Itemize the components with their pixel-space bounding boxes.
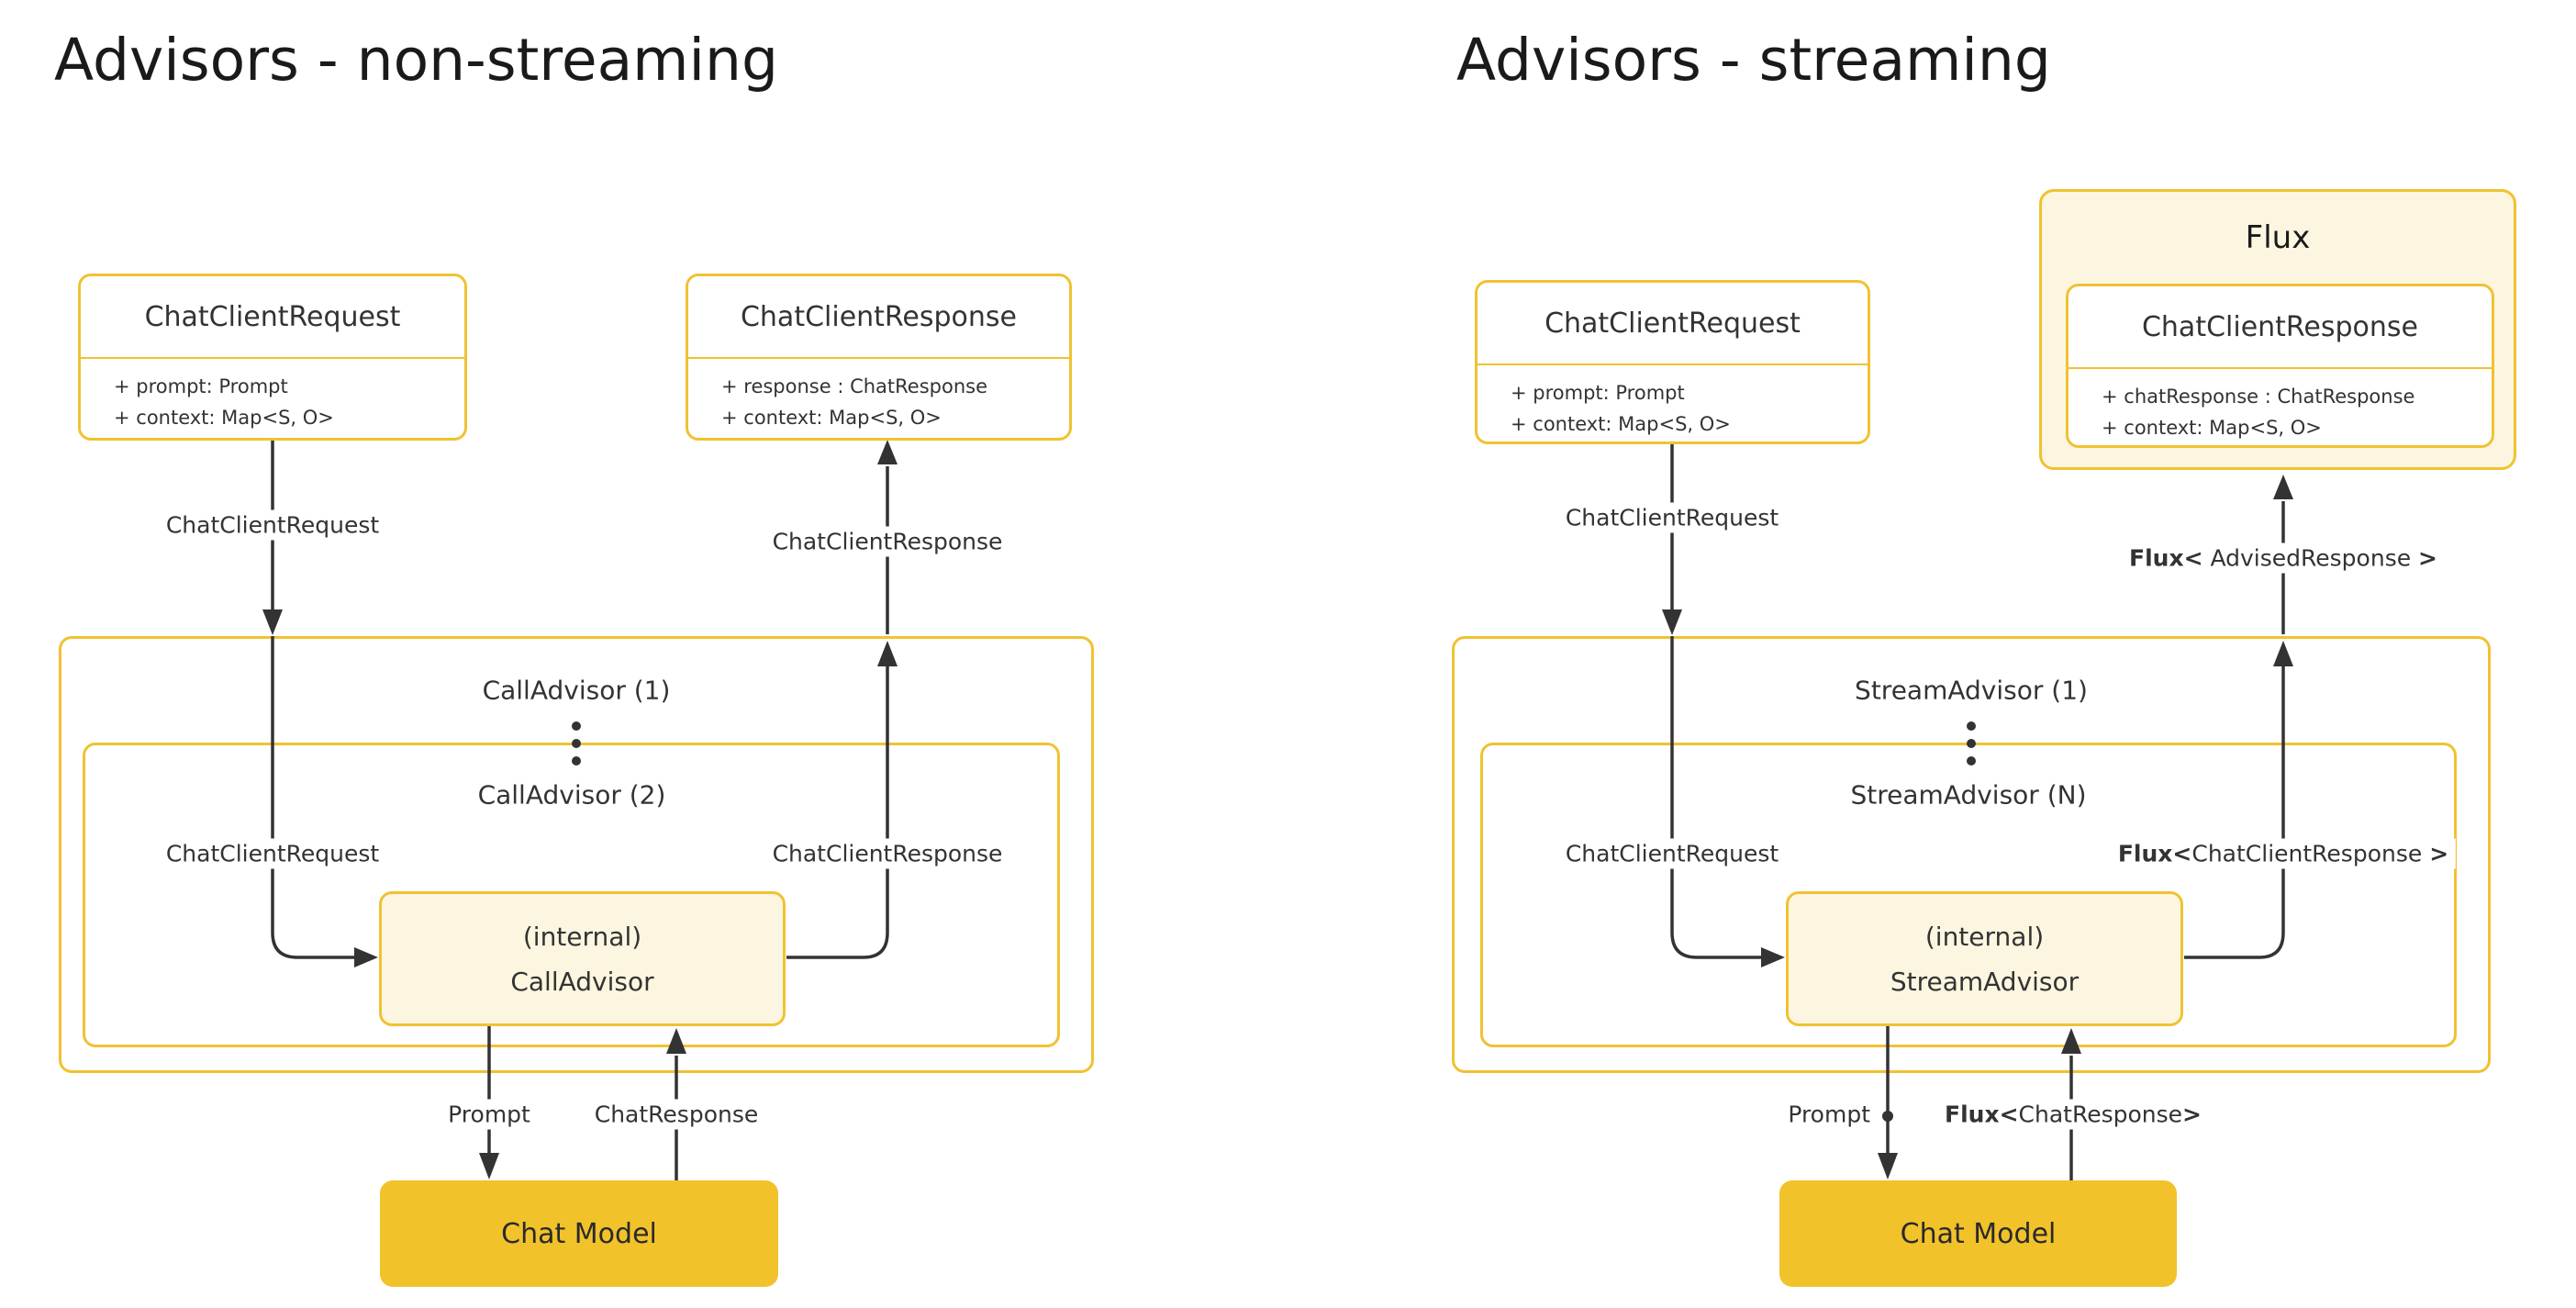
left-edge-label-response-top: ChatClientResponse (764, 526, 1010, 557)
right-internal-streamadvisor-node: (internal) StreamAdvisor (1786, 891, 2183, 1026)
right-edge-label-request-top: ChatClientRequest (1557, 502, 1787, 533)
flux-chatclientresponse-class-title: ChatClientResponse (2069, 286, 2492, 369)
left-chat-model-node: Chat Model (380, 1180, 778, 1287)
right-diagram-title: Advisors - streaming (1456, 27, 2051, 94)
left-call-advisor-2-label: CallAdvisor (2) (477, 779, 666, 811)
internal-node-line1: (internal) (522, 921, 642, 952)
left-chatclientrequest-class-attrs: + prompt: Prompt + context: Map<S, O> (81, 359, 464, 433)
right-stream-advisor-n-label: StreamAdvisor (N) (1850, 779, 2087, 811)
left-chatclientrequest-class: ChatClientRequest + prompt: Prompt + con… (78, 274, 467, 441)
left-edge-label-chatresponse: ChatResponse (586, 1099, 766, 1130)
left-internal-calladvisor-node: (internal) CallAdvisor (379, 891, 786, 1026)
internal-node-line2: CallAdvisor (510, 966, 654, 997)
arrowhead-left-request-down (262, 609, 283, 635)
arrowhead-right-flux-up (2273, 475, 2293, 499)
right-chat-model-node: Chat Model (1779, 1180, 2177, 1287)
flux-mid: ChatResponse (2018, 1101, 2183, 1128)
flux-bold-open: Flux< (1945, 1101, 2019, 1128)
internal-node-line2: StreamAdvisor (1890, 966, 2080, 997)
flux-container-title: Flux (2245, 219, 2311, 256)
left-edge-label-response-inner: ChatClientResponse (764, 838, 1010, 869)
flux-chatclientresponse-class-attrs: + chatResponse : ChatResponse + context:… (2069, 369, 2492, 443)
class-attr: + prompt: Prompt (114, 375, 288, 397)
flux-mid: ChatClientResponse (2191, 840, 2430, 867)
right-chatclientrequest-class-title: ChatClientRequest (1478, 283, 1868, 365)
arrowhead-right-request-down (1662, 609, 1682, 635)
left-chatclientrequest-class-title: ChatClientRequest (81, 276, 464, 359)
left-diagram-title: Advisors - non-streaming (54, 27, 778, 94)
right-chatclientrequest-class-attrs: + prompt: Prompt + context: Map<S, O> (1478, 365, 1868, 440)
flux-bold-close: > (2418, 544, 2437, 572)
class-attr: + response : ChatResponse (721, 375, 988, 397)
class-attr: + context: Map<S, O> (721, 407, 942, 429)
arrowhead-left-prompt-down (479, 1153, 499, 1179)
class-attr: + chatResponse : ChatResponse (2102, 386, 2415, 408)
class-attr: + context: Map<S, O> (114, 407, 334, 429)
class-attr: + context: Map<S, O> (2102, 417, 2322, 439)
right-prompt-edge-dot (1882, 1111, 1893, 1122)
flux-chatclientresponse-class: ChatClientResponse + chatResponse : Chat… (2066, 284, 2494, 448)
right-edge-label-flux-advisedresponse: Flux< AdvisedResponse > (2122, 542, 2445, 574)
arrowhead-right-prompt-down (1878, 1153, 1898, 1179)
right-chatclientrequest-class: ChatClientRequest + prompt: Prompt + con… (1475, 280, 1870, 444)
class-attr: + context: Map<S, O> (1511, 413, 1731, 435)
arrowhead-left-response-up (877, 440, 898, 464)
left-edge-label-request-inner: ChatClientRequest (158, 838, 387, 869)
left-edge-label-request-top: ChatClientRequest (158, 509, 387, 541)
flux-bold-open: Flux< (2129, 544, 2203, 572)
left-chatclientresponse-class-attrs: + response : ChatResponse + context: Map… (688, 359, 1069, 433)
class-attr: + prompt: Prompt (1511, 382, 1685, 404)
flux-bold-open: Flux< (2117, 840, 2192, 867)
left-chatclientresponse-class-title: ChatClientResponse (688, 276, 1069, 359)
right-edge-label-flux-chatclientresponse: Flux<ChatClientResponse > (2110, 838, 2457, 869)
internal-node-line1: (internal) (1924, 921, 2045, 952)
flux-mid: AdvisedResponse (2202, 544, 2419, 572)
left-edge-label-prompt: Prompt (440, 1099, 538, 1130)
left-chatclientresponse-class: ChatClientResponse + response : ChatResp… (686, 274, 1072, 441)
flux-bold-close: > (2429, 840, 2449, 867)
left-call-advisor-1-label: CallAdvisor (1) (482, 675, 671, 706)
right-edge-label-prompt: Prompt (1780, 1099, 1878, 1130)
flux-bold-close: > (2182, 1101, 2202, 1128)
right-edge-label-request-inner: ChatClientRequest (1557, 838, 1787, 869)
flux-container: Flux ChatClientResponse + chatResponse :… (2039, 189, 2516, 470)
right-stream-advisor-1-label: StreamAdvisor (1) (1855, 675, 2088, 706)
right-edge-label-flux-chatresponse: Flux<ChatResponse> (1937, 1099, 2209, 1130)
